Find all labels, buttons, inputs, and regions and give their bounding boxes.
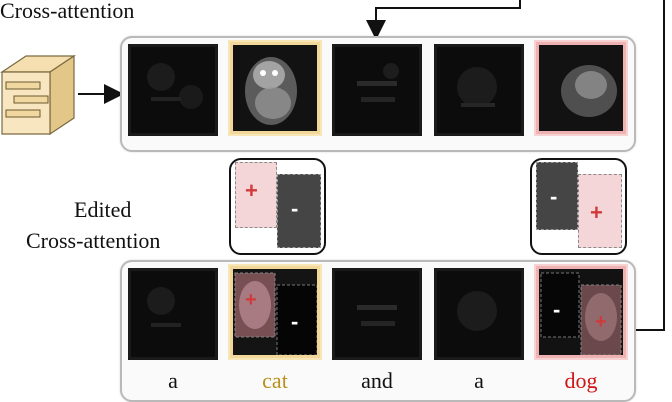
minus-sign-cat: - [291,196,299,221]
edited-map-cat: + - [230,266,320,358]
minus-region-cat [277,174,321,248]
attention-map-dog [536,42,626,134]
attention-map-a2 [434,44,524,136]
edited-label-line2: Cross-attention [26,228,161,253]
attention-map-cat [230,42,320,134]
edited-map-a2 [434,268,524,360]
minus-sign-dog: - [550,184,558,209]
token-word-3: a [474,368,484,393]
edited-map-a1 [128,268,218,360]
token-word-2: and [361,368,393,393]
attention-map-a1 [128,44,218,136]
edited-map-and [332,268,422,360]
plus-sign-dog: + [590,200,603,225]
minus-region-dog [536,162,578,230]
edited-map-dog: - + [536,266,626,358]
attention-map-and [332,44,422,136]
edited-label-line1: Edited [74,197,132,222]
edited-minus-sign-dog: - [553,297,561,322]
token-word-1: cat [262,368,288,393]
plus-region-cat [235,162,277,228]
top-arrow [366,0,521,40]
edited-plus-sign-cat: + [245,289,257,311]
token-word-0: a [168,368,178,393]
token-word-4: dog [564,368,598,393]
plus-region-dog [578,174,622,248]
edit-box-cat: + - [229,158,326,255]
edit-box-dog: - + [530,158,627,255]
right-feedback-line [636,0,665,331]
edited-plus-sign-dog: + [595,311,607,333]
edited-minus-sign-cat: - [291,309,299,334]
plus-sign-cat: + [245,178,258,203]
cross-attention-label: Cross-attention [0,0,135,23]
model-block-icon [0,54,76,136]
